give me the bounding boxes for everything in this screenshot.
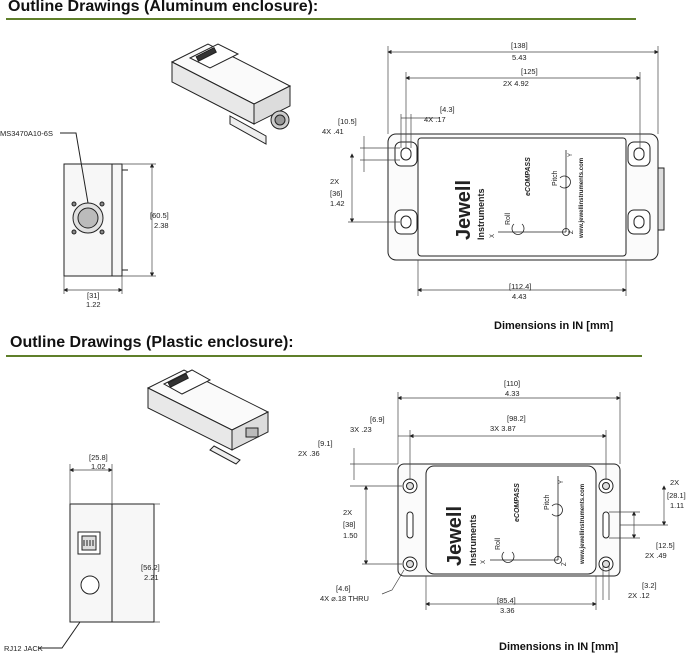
pl-right-height-label: 2X [670, 478, 679, 487]
al-slot-pitch-mm: [36] [330, 189, 343, 198]
al-slot-height-mm: [10.5] [338, 117, 357, 126]
pl-hole-dia-in: 4X ⌀.18 THRU [320, 594, 369, 603]
aluminum-top-dims [348, 46, 659, 296]
pl-hole-span-in: 3X 3.87 [490, 424, 516, 433]
pl-slot-in: 2X .49 [645, 551, 667, 560]
pl-slot-mm: [12.5] [656, 541, 675, 550]
plastic-top-dims [350, 392, 668, 610]
svg-text:Instruments: Instruments [468, 514, 478, 566]
plastic-end-view [38, 503, 155, 649]
pl-flange-mm: [6.9] [370, 415, 385, 424]
plastic-iso-view [146, 369, 270, 465]
svg-text:www.jewellinstruments.com: www.jewellinstruments.com [579, 158, 585, 239]
svg-text:X: X [490, 234, 496, 238]
al-slot-width-mm: [4.3] [440, 105, 455, 114]
svg-text:Roll: Roll [495, 537, 502, 550]
aluminum-end-dims [63, 163, 156, 294]
plastic-dimensions-note: Dimensions in IN [mm] [499, 641, 619, 653]
al-slot-height-in: 4X .41 [322, 127, 344, 136]
aluminum-title-rule [6, 18, 636, 20]
al-slot-pitch-label: 2X [330, 177, 339, 186]
al-width-mm: [138] [511, 41, 528, 50]
svg-text:Instruments: Instruments [476, 188, 486, 240]
pl-top-offset-mm: [9.1] [318, 439, 333, 448]
plastic-title-rule [6, 355, 642, 357]
aluminum-end-view [60, 132, 128, 277]
al-hole-spacing-in: 2X 4.92 [503, 79, 529, 88]
rj12-jack-label: RJ12 JACK [4, 644, 43, 653]
svg-text:Pitch: Pitch [552, 170, 559, 186]
pl-body-width-in: 3.36 [500, 606, 515, 615]
svg-text:www.jewellinstruments.com: www.jewellinstruments.com [580, 484, 586, 565]
svg-text:Pitch: Pitch [544, 494, 551, 510]
svg-text:Jewell: Jewell [444, 506, 466, 566]
pl-top-offset-in: 2X .36 [298, 449, 320, 458]
plastic-top-view [397, 463, 621, 577]
al-hole-spacing-mm: [125] [521, 67, 538, 76]
end-depth-in: 1.22 [86, 300, 101, 309]
pl-end-depth-mm: [25.8] [89, 453, 108, 462]
al-slot-width-in: 4X .17 [424, 115, 446, 124]
svg-text:eCOMPASS: eCOMPASS [514, 483, 521, 522]
pl-right-height-in: 1.11 [670, 501, 684, 510]
pl-hole-pitch-label: 2X [343, 508, 352, 517]
al-width-in: 5.43 [512, 53, 527, 62]
al-body-width-in: 4.43 [512, 292, 527, 301]
svg-text:X: X [481, 560, 487, 564]
aluminum-iso-view [170, 43, 292, 145]
pl-slot-w-in: 2X .12 [628, 591, 650, 600]
svg-text:Z: Z [562, 562, 568, 566]
aluminum-section-title: Outline Drawings (Aluminum enclosure): [8, 0, 319, 15]
plastic-device-label: Jewell Instruments eCOMPASS www.jewellin… [444, 476, 586, 566]
aluminum-device-label: Jewell Instruments eCOMPASS www.jewellin… [453, 150, 585, 240]
pl-flange-in: 3X .23 [350, 425, 372, 434]
svg-text:eCOMPASS: eCOMPASS [525, 157, 532, 196]
pl-hole-pitch-mm: [38] [343, 520, 356, 529]
svg-text:Y: Y [568, 153, 574, 157]
connector-label: MS3470A10-6S [0, 129, 53, 138]
svg-text:Jewell: Jewell [453, 180, 475, 240]
svg-text:Z: Z [569, 230, 575, 234]
pl-hole-span-mm: [98.2] [507, 414, 526, 423]
aluminum-dimensions-note: Dimensions in IN [mm] [494, 320, 614, 332]
pl-slot-w-mm: [3.2] [642, 581, 657, 590]
pl-width-in: 4.33 [505, 389, 520, 398]
aluminum-top-view [387, 133, 665, 261]
pl-hole-dia-mm: [4.6] [336, 584, 351, 593]
plastic-end-dims [69, 464, 160, 623]
svg-text:Roll: Roll [505, 212, 512, 225]
plastic-section-title: Outline Drawings (Plastic enclosure): [10, 334, 294, 351]
end-height-in: 2.38 [154, 221, 169, 230]
end-height-mm: [60.5] [150, 211, 169, 220]
pl-end-height-in: 2.21 [144, 573, 159, 582]
pl-right-height-mm: [28.1] [667, 491, 686, 500]
svg-text:Y: Y [559, 480, 565, 484]
pl-width-mm: [110] [504, 379, 520, 388]
al-body-width-mm: [112.4] [509, 282, 531, 291]
pl-end-height-mm: [56.2] [141, 563, 160, 572]
pl-end-depth-in: 1.02 [91, 462, 106, 471]
al-slot-pitch-in: 1.42 [330, 199, 345, 208]
pl-body-width-mm: [85.4] [497, 596, 516, 605]
pl-hole-pitch-in: 1.50 [343, 531, 358, 540]
end-depth-mm: [31] [87, 291, 100, 300]
